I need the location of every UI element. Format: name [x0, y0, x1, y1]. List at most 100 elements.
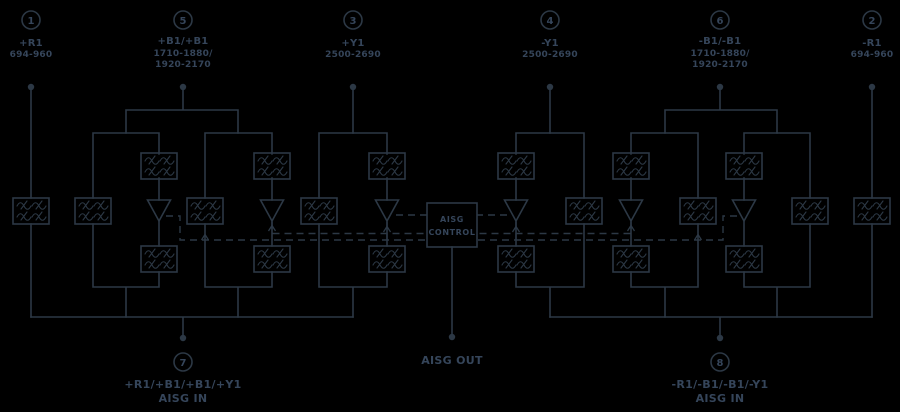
port-number-badge	[862, 10, 882, 30]
aisg-out-label: AISG OUT	[421, 354, 483, 367]
port-freq: 1710-1880/	[153, 49, 213, 59]
port6-feed	[664, 89, 778, 134]
port-number: 8	[717, 358, 724, 369]
top-port-3: 3 +Y1 2500-2690	[325, 10, 381, 60]
port-number-badge	[343, 10, 363, 30]
port-name: +Y1	[341, 38, 364, 49]
bottom-port-7: 7 +R1/+B1/+B1/+Y1 AISG IN	[124, 352, 241, 405]
port-number-badge	[173, 10, 193, 30]
port-number-badge	[540, 10, 560, 30]
port-name: +B1/+B1	[158, 36, 209, 47]
port-name: +R1	[19, 38, 43, 49]
module-d-paths	[515, 132, 585, 318]
filter-icon	[725, 245, 763, 273]
port-name: -R1	[862, 38, 881, 49]
terminal-dot	[179, 334, 187, 342]
top-port-6: 6 -B1/-B1 1710-1880/ 1920-2170	[690, 10, 750, 70]
module-a-paths	[92, 132, 160, 318]
bus-left	[30, 316, 354, 336]
top-port-5: 5 +B1/+B1 1710-1880/ 1920-2170	[153, 10, 213, 70]
module-b-paths	[204, 132, 273, 318]
bottom-port-8: 8 -R1/-B1/-B1/-Y1 AISG IN	[671, 352, 768, 405]
port-number-badge	[173, 352, 193, 372]
terminal-dot	[27, 83, 35, 91]
terminal-dot	[868, 83, 876, 91]
module-f-paths	[743, 132, 811, 318]
terminal-dot	[716, 83, 724, 91]
port-name: +R1/+B1/+B1/+Y1	[124, 378, 241, 391]
control-box-outline	[426, 202, 478, 248]
port5-feed	[125, 89, 239, 134]
filter-icon	[612, 152, 650, 180]
filter-icon	[140, 245, 178, 273]
filter-icon	[497, 245, 535, 273]
port-freq: 1920-2170	[155, 60, 211, 70]
amplifier-icon	[618, 199, 644, 222]
port-freq: 2500-2690	[522, 50, 578, 60]
filter-icon	[253, 245, 291, 273]
amplifier-icon	[146, 199, 172, 222]
port-number: 6	[717, 16, 724, 27]
port-number: 7	[180, 358, 187, 369]
filter-icon	[725, 152, 763, 180]
rf-paths-right	[515, 89, 873, 336]
amplifier-icon	[259, 199, 285, 222]
terminals	[27, 83, 876, 342]
aisg-out-text: AISG OUT	[421, 354, 483, 367]
port-number-badge	[710, 352, 730, 372]
module-e-paths	[630, 132, 699, 318]
aisg-control-net	[166, 214, 737, 241]
port-sub: AISG IN	[159, 392, 208, 405]
port-number: 1	[28, 16, 35, 27]
port-freq: 1920-2170	[692, 60, 748, 70]
filter-icon	[74, 197, 112, 225]
port-freq: 694-960	[10, 50, 53, 60]
filter-icon	[679, 197, 717, 225]
terminal-dot	[179, 83, 187, 91]
port-number-badge	[710, 10, 730, 30]
terminal-dot	[546, 83, 554, 91]
bus-right	[549, 316, 873, 336]
filter-icon	[253, 152, 291, 180]
amplifier-icon	[503, 199, 529, 222]
filter-icon	[186, 197, 224, 225]
port-freq: 1710-1880/	[690, 49, 750, 59]
port-freq: 2500-2690	[325, 50, 381, 60]
top-port-4: 4 -Y1 2500-2690	[522, 10, 578, 60]
port-number: 3	[350, 16, 357, 27]
port-number-badge	[21, 10, 41, 30]
terminal-dot	[448, 333, 456, 341]
filter-icon	[300, 197, 338, 225]
amplifier-icon	[374, 199, 400, 222]
amplifier-icon	[731, 199, 757, 222]
aisg-dashed-right	[477, 214, 737, 241]
port-sub: AISG IN	[696, 392, 745, 405]
filter-icon	[368, 245, 406, 273]
port-number: 2	[869, 16, 876, 27]
control-box-line2: CONTROL	[428, 228, 475, 237]
filter-icon	[368, 152, 406, 180]
port-freq: 694-960	[851, 50, 894, 60]
port-name: -Y1	[541, 38, 558, 49]
port-number: 5	[180, 16, 187, 27]
port-name: -B1/-B1	[699, 36, 742, 47]
filter-icon	[497, 152, 535, 180]
module-c-paths	[318, 132, 388, 318]
filter-icon	[140, 152, 178, 180]
port-number: 4	[547, 16, 554, 27]
terminal-dot	[349, 83, 357, 91]
control-box-line1: AISG	[440, 215, 464, 224]
aisg-control-box: AISG CONTROL	[426, 202, 478, 335]
top-port-2: 2 -R1 694-960	[851, 10, 894, 60]
rf-paths-left	[30, 89, 388, 336]
filter-icon	[612, 245, 650, 273]
filter-icon	[791, 197, 829, 225]
top-port-1: 1 +R1 694-960	[10, 10, 53, 60]
aisg-dashed-left	[166, 214, 427, 241]
filter-icon	[12, 197, 50, 225]
filter-icon	[853, 197, 891, 225]
port-name: -R1/-B1/-B1/-Y1	[671, 378, 768, 391]
filter-icon	[565, 197, 603, 225]
